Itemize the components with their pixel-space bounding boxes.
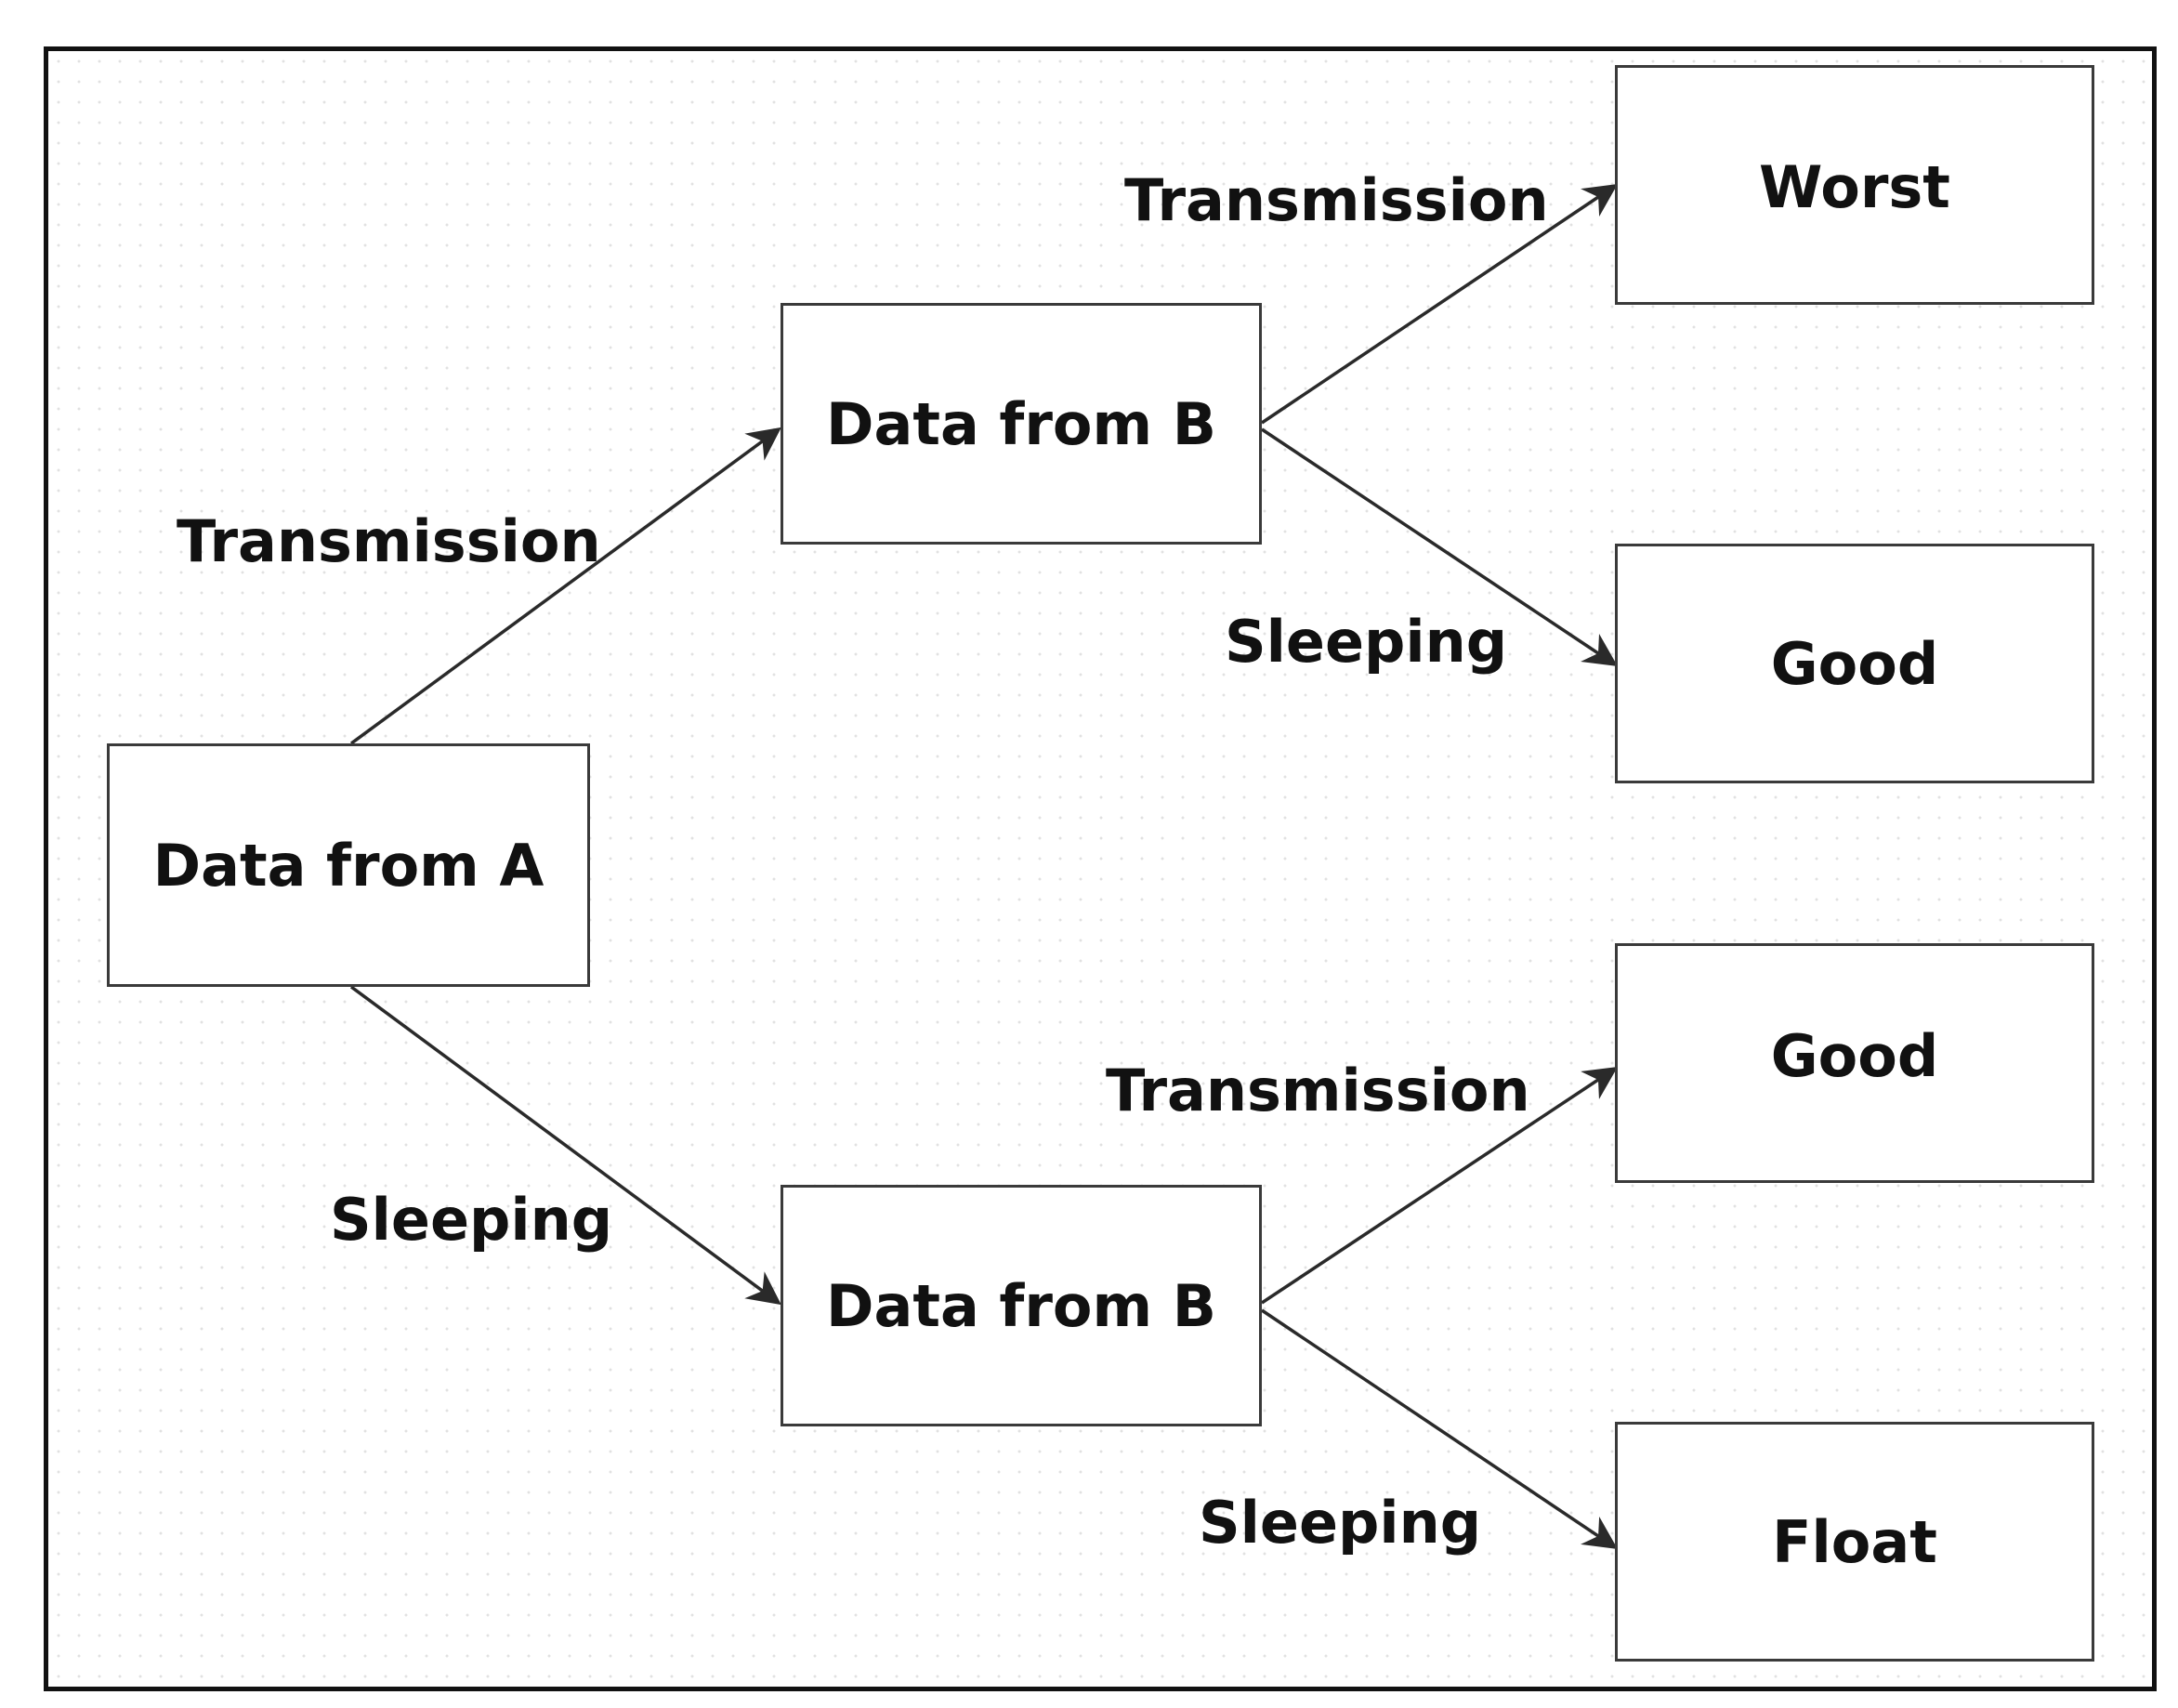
node-label: Data from B [826, 389, 1216, 458]
edge-label-btop-to-good: Sleeping [1225, 608, 1508, 676]
node-float: Float [1615, 1422, 2094, 1662]
edge-bbottom-to-float [1261, 1308, 1618, 1550]
edge-label-bbottom-to-float: Sleeping [1199, 1489, 1482, 1557]
edge-label-a-to-b-top: Transmission [177, 507, 601, 575]
node-label: Good [1770, 1022, 1939, 1090]
node-label: Float [1772, 1507, 1937, 1576]
node-data-from-b-top: Data from B [781, 303, 1262, 545]
node-label: Good [1770, 629, 1939, 698]
edge-label-a-to-b-bottom: Sleeping [330, 1186, 613, 1254]
node-label: Data from B [826, 1271, 1216, 1340]
node-good-top: Good [1615, 544, 2094, 783]
edge-label-btop-to-worst: Transmission [1124, 166, 1549, 234]
edge-a-to-b-bottom [349, 985, 781, 1306]
edge-bbottom-to-good [1261, 1067, 1619, 1305]
edge-a-to-b-top [349, 427, 781, 745]
node-worst: Worst [1615, 65, 2094, 305]
node-label: Worst [1759, 153, 1950, 221]
node-good-bottom: Good [1615, 943, 2094, 1183]
node-data-from-b-bottom: Data from B [781, 1185, 1262, 1426]
node-data-from-a: Data from A [107, 743, 590, 987]
edge-btop-to-worst [1261, 183, 1618, 425]
node-label: Data from A [152, 831, 544, 900]
edge-btop-to-good [1261, 427, 1618, 666]
edge-label-bbottom-to-good: Transmission [1106, 1057, 1530, 1124]
